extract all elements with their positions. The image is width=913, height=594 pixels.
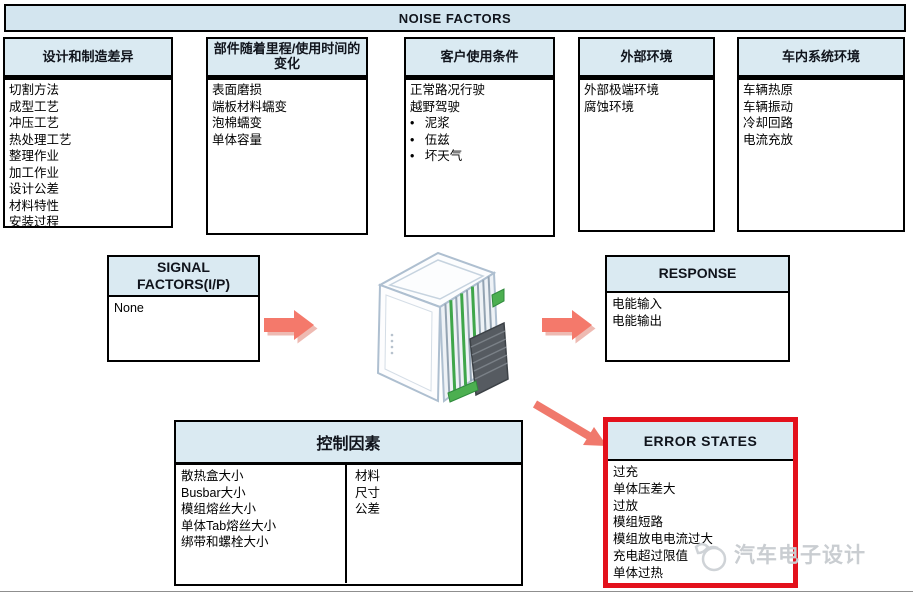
diagonal-arrow-icon xyxy=(532,400,607,446)
list-item: 泡棉蠕变 xyxy=(212,116,263,130)
error-states-box: ERROR STATES 过充单体压差大过放模组短路模组放电电流过大充电超过限值… xyxy=(603,417,798,588)
column-list: 切割方法成型工艺冲压工艺热处理工艺整理作业加工作业设计公差材料特性安装过程 xyxy=(3,77,173,229)
list-item: 材料 xyxy=(355,469,381,483)
list-item: 单体Tab熔丝大小 xyxy=(181,518,277,533)
bottom-border-line xyxy=(0,591,913,592)
list-item: 公差 xyxy=(355,502,381,516)
control-factors-body: 散热盒大小 Busbar大小模组熔丝大小单体Tab熔丝大小绑带和螺栓大小 材料尺寸… xyxy=(176,465,521,583)
control-factors-header: 控制因素 xyxy=(176,422,521,465)
list-item: 模组熔丝大小 xyxy=(181,502,257,516)
list-item: • 坏天气 xyxy=(410,149,463,163)
control-factors-left-list: 散热盒大小 Busbar大小模组熔丝大小单体Tab熔丝大小绑带和螺栓大小 xyxy=(176,465,347,583)
signal-factors-header: SIGNAL FACTORS(I/P) xyxy=(109,257,258,297)
right-arrow-icon xyxy=(264,310,318,344)
column-header: 设计和制造差异 xyxy=(3,37,173,77)
column-header: 外部环境 xyxy=(578,37,715,77)
battery-module-image xyxy=(376,251,509,403)
list-item: 热处理工艺 xyxy=(9,132,72,147)
list-item: 安装过程 xyxy=(9,215,60,229)
noise-column-mileage-aging: 部件随着里程/使用时间的变化 表面磨损端板材料蠕变泡棉蠕变单体容量 xyxy=(206,37,368,235)
signal-factors-list: None xyxy=(109,297,258,320)
list-item: 充电超过限值 xyxy=(613,548,689,563)
list-item: 成型工艺 xyxy=(9,99,60,114)
list-item: 正常路况行驶 xyxy=(410,83,486,97)
control-factors-right-list: 材料尺寸公差 xyxy=(347,465,521,583)
error-states-list: 过充单体压差大过放模组短路模组放电电流过大充电超过限值单体过热 xyxy=(608,461,793,585)
column-header: 客户使用条件 xyxy=(404,37,555,77)
column-header: 部件随着里程/使用时间的变化 xyxy=(206,37,368,77)
column-header: 车内系统环境 xyxy=(737,37,905,77)
list-item: None xyxy=(114,301,144,315)
list-item: Busbar大小 xyxy=(181,485,246,500)
list-item: 表面磨损 xyxy=(212,83,263,97)
noise-column-vehicle-system-environment: 车内系统环境 车辆热原车辆振动冷却回路电流充放 xyxy=(737,37,905,232)
list-item: 加工作业 xyxy=(9,165,60,180)
column-list: 车辆热原车辆振动冷却回路电流充放 xyxy=(737,77,905,232)
list-item: 过充 xyxy=(613,465,639,479)
list-item: 模组短路 xyxy=(613,515,664,530)
list-item: 车辆振动 xyxy=(743,99,794,114)
list-item: • 泥浆 xyxy=(410,116,450,130)
list-item: 散热盒大小 xyxy=(181,469,244,483)
response-list: 电能输入电能输出 xyxy=(607,293,788,332)
list-item: 绑带和螺栓大小 xyxy=(181,535,269,549)
control-factors-box: 控制因素 散热盒大小 Busbar大小模组熔丝大小单体Tab熔丝大小绑带和螺栓大小… xyxy=(174,420,523,586)
list-item: 电能输出 xyxy=(612,313,663,328)
list-item: 冲压工艺 xyxy=(9,116,60,130)
list-item: 单体压差大 xyxy=(613,481,676,496)
list-item: 越野驾驶 xyxy=(410,99,461,114)
list-item: 外部极端环境 xyxy=(584,83,660,97)
list-item: 设计公差 xyxy=(9,182,60,196)
list-item: 整理作业 xyxy=(9,149,60,163)
list-item: 电能输入 xyxy=(612,297,663,311)
response-header: RESPONSE xyxy=(607,257,788,293)
list-item: 尺寸 xyxy=(355,485,381,500)
column-list: 正常路况行驶越野驾驶 • 泥浆 • 伍兹 • 坏天气 xyxy=(404,77,555,237)
column-list: 外部极端环境腐蚀环境 xyxy=(578,77,715,232)
noise-column-external-environment: 外部环境 外部极端环境腐蚀环境 xyxy=(578,37,715,232)
list-item: 模组放电电流过大 xyxy=(613,532,714,547)
signal-factors-box: SIGNAL FACTORS(I/P) None xyxy=(107,255,260,362)
list-item: 冷却回路 xyxy=(743,116,794,130)
list-item: • 伍兹 xyxy=(410,132,450,147)
error-states-header: ERROR STATES xyxy=(608,422,793,461)
list-item: 切割方法 xyxy=(9,83,60,97)
column-list: 表面磨损端板材料蠕变泡棉蠕变单体容量 xyxy=(206,77,368,235)
list-item: 电流充放 xyxy=(743,132,794,147)
list-item: 单体过热 xyxy=(613,565,664,580)
noise-factors-title: NOISE FACTORS xyxy=(4,4,906,32)
list-item: 材料特性 xyxy=(9,198,60,213)
response-box: RESPONSE 电能输入电能输出 xyxy=(605,255,790,362)
list-item: 车辆热原 xyxy=(743,83,794,97)
noise-column-customer-usage: 客户使用条件 正常路况行驶越野驾驶 • 泥浆 • 伍兹 • 坏天气 xyxy=(404,37,555,237)
list-item: 腐蚀环境 xyxy=(584,99,635,114)
list-item: 单体容量 xyxy=(212,132,263,147)
list-item: 端板材料蠕变 xyxy=(212,99,288,114)
noise-column-design-manufacturing: 设计和制造差异 切割方法成型工艺冲压工艺热处理工艺整理作业加工作业设计公差材料特… xyxy=(3,37,173,229)
right-arrow-icon xyxy=(542,310,596,344)
list-item: 过放 xyxy=(613,498,639,513)
